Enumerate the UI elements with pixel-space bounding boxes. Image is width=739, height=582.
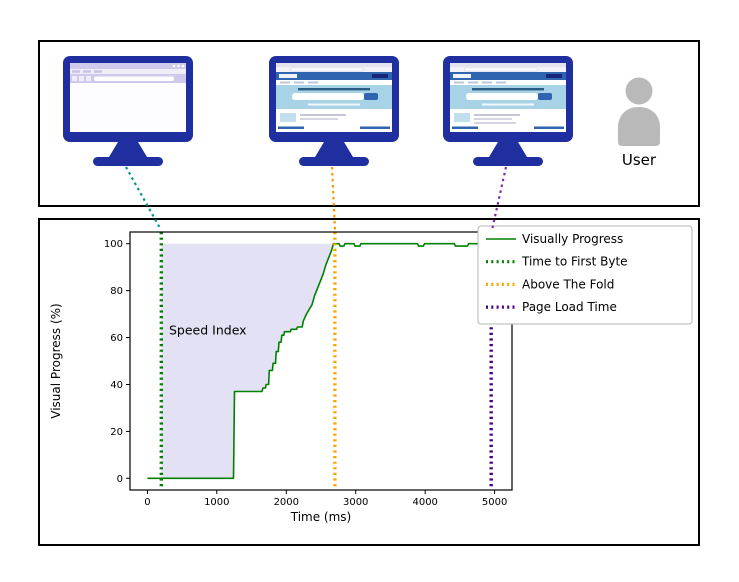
y-tick-label: 0: [117, 474, 123, 485]
y-tick-label: 40: [110, 380, 123, 391]
x-tick-label: 1000: [204, 497, 229, 508]
monitor-page-loaded-icon: [443, 56, 573, 166]
x-tick-label: 4000: [412, 497, 437, 508]
y-tick-label: 20: [110, 427, 123, 438]
visual-progress-line: [147, 242, 495, 480]
user-label: User: [621, 151, 657, 169]
y-axis-label: Visual Progress (%): [49, 303, 63, 418]
monitor-page-loaded: [442, 56, 574, 168]
monitor-above-the-fold: [268, 56, 400, 168]
browser-states-panel: User: [38, 40, 700, 207]
monitor-blank-browser-icon: [63, 56, 193, 166]
legend-box: [477, 225, 693, 325]
speed-index-label: Speed Index: [169, 323, 247, 338]
y-tick-label: 80: [110, 286, 123, 297]
y-tick-label: 60: [110, 333, 123, 344]
user-icon: [618, 77, 660, 146]
x-tick-label: 5000: [482, 497, 507, 508]
x-tick-label: 3000: [343, 497, 368, 508]
x-axis-label: Time (ms): [290, 510, 352, 524]
legend-entry-label: Visually Progress: [522, 232, 623, 246]
x-tick-label: 2000: [274, 497, 299, 508]
legend-entry-label: Above The Fold: [522, 277, 614, 291]
y-tick-label: 100: [104, 239, 123, 250]
monitor-blank-browser: [62, 56, 194, 168]
monitor-above-the-fold-icon: [269, 56, 399, 166]
user-figure: User: [606, 76, 672, 169]
speed-index-area: [161, 243, 335, 479]
plot-border: [129, 231, 513, 491]
legend-entry-label: Page Load Time: [522, 300, 617, 314]
legend-entry-label: Time to First Byte: [521, 255, 628, 269]
x-tick-label: 0: [144, 497, 150, 508]
